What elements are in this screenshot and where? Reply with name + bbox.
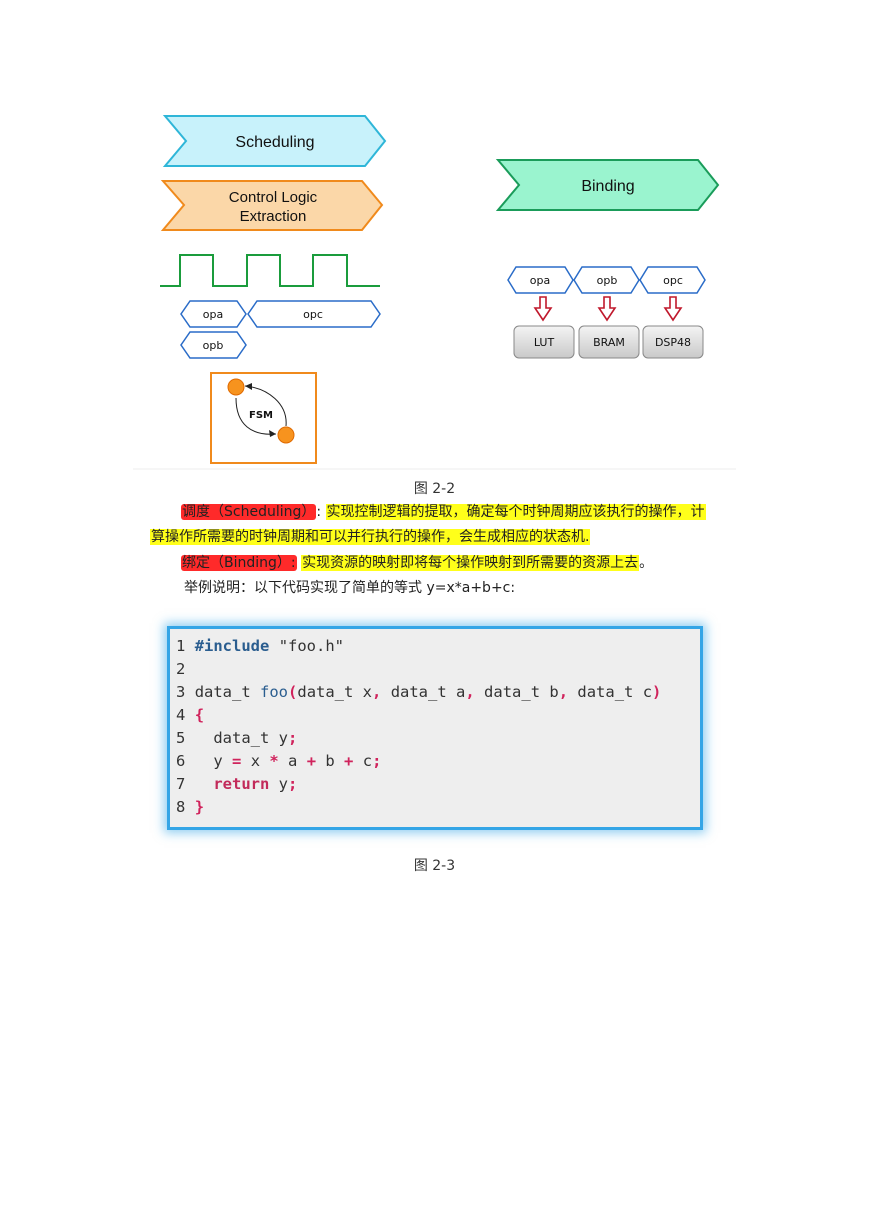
- scheduling-paragraph-line1: 调度（Scheduling）: 实现控制逻辑的提取，确定每个时钟周期应该执行的操…: [181, 501, 706, 523]
- binding-description: 实现资源的映射即将每个操作映射到所需要的资源上去: [301, 555, 640, 571]
- op-opb-left-label: opb: [203, 339, 224, 352]
- scheduling-description-a: 实现控制逻辑的提取，确定每个时钟周期应该执行的操作，计: [325, 504, 706, 520]
- scheduling-binding-diagram: Scheduling Control Logic Extraction opa …: [133, 115, 736, 470]
- down-arrow-icon: [533, 296, 553, 322]
- scheduling-description-b: 算操作所需要的时钟周期和可以并行执行的操作，会生成相应的状态机.: [150, 529, 591, 545]
- op-opa-left: opa: [180, 300, 247, 328]
- figure-caption-2-2: 图 2-2: [413, 481, 456, 497]
- fsm-label: FSM: [249, 410, 273, 421]
- op-opb-right: opb: [573, 266, 640, 294]
- scheduling-term: 调度（Scheduling）: [181, 504, 317, 520]
- code-block: 1 #include "foo.h" 2 3 data_t foo(data_t…: [167, 626, 703, 830]
- op-opc-left-label: opc: [303, 308, 323, 321]
- code-line-2: 2: [176, 660, 186, 678]
- op-opa-right: opa: [507, 266, 574, 294]
- control-logic-banner: Control Logic Extraction: [160, 180, 384, 231]
- binding-end: 。: [639, 555, 654, 571]
- code-line-6: 6 y = x * a + b + c;: [176, 752, 382, 770]
- binding-label: Binding: [581, 178, 634, 195]
- resource-lut: LUT: [513, 325, 575, 359]
- fsm-state-node: [227, 378, 245, 396]
- resource-lut-label: LUT: [534, 336, 555, 349]
- scheduling-label: Scheduling: [235, 134, 314, 151]
- scheduling-banner: Scheduling: [162, 115, 387, 167]
- binding-term: 绑定（Binding）:: [181, 555, 297, 571]
- code-line-3: 3 data_t foo(data_t x, data_t a, data_t …: [176, 683, 662, 701]
- down-arrow-icon: [663, 296, 683, 322]
- fsm-box: FSM: [210, 372, 317, 464]
- clock-waveform: [160, 254, 380, 287]
- resource-bram-label: BRAM: [593, 336, 625, 349]
- control-label-line1: Control Logic: [229, 189, 318, 206]
- code-line-1: 1 #include "foo.h": [176, 637, 345, 655]
- op-opc-left: opc: [247, 300, 381, 328]
- control-label-line2: Extraction: [240, 208, 307, 225]
- binding-banner: Binding: [495, 159, 720, 211]
- op-opb-right-label: opb: [597, 274, 618, 287]
- scheduling-paragraph-line2: 算操作所需要的时钟周期和可以并行执行的操作，会生成相应的状态机.: [150, 526, 591, 548]
- example-paragraph: 举例说明：以下代码实现了简单的等式 y=x*a+b+c:: [184, 580, 516, 596]
- figure-caption-2-3: 图 2-3: [413, 858, 456, 874]
- op-opc-right: opc: [639, 266, 706, 294]
- resource-dsp48-label: DSP48: [655, 336, 691, 349]
- resource-dsp48: DSP48: [642, 325, 704, 359]
- binding-paragraph: 绑定（Binding）: 实现资源的映射即将每个操作映射到所需要的资源上去。: [181, 552, 653, 574]
- scheduling-colon: :: [316, 504, 322, 520]
- op-opb-left: opb: [180, 331, 247, 359]
- op-opa-right-label: opa: [530, 274, 550, 287]
- op-opa-left-label: opa: [203, 308, 223, 321]
- fsm-state-node: [277, 426, 295, 444]
- code-line-7: 7 return y;: [176, 775, 298, 793]
- code-line-8: 8 }: [176, 798, 205, 816]
- code-line-5: 5 data_t y;: [176, 729, 298, 747]
- resource-bram: BRAM: [578, 325, 640, 359]
- code-line-4: 4 {: [176, 706, 205, 724]
- down-arrow-icon: [597, 296, 617, 322]
- op-opc-right-label: opc: [663, 274, 683, 287]
